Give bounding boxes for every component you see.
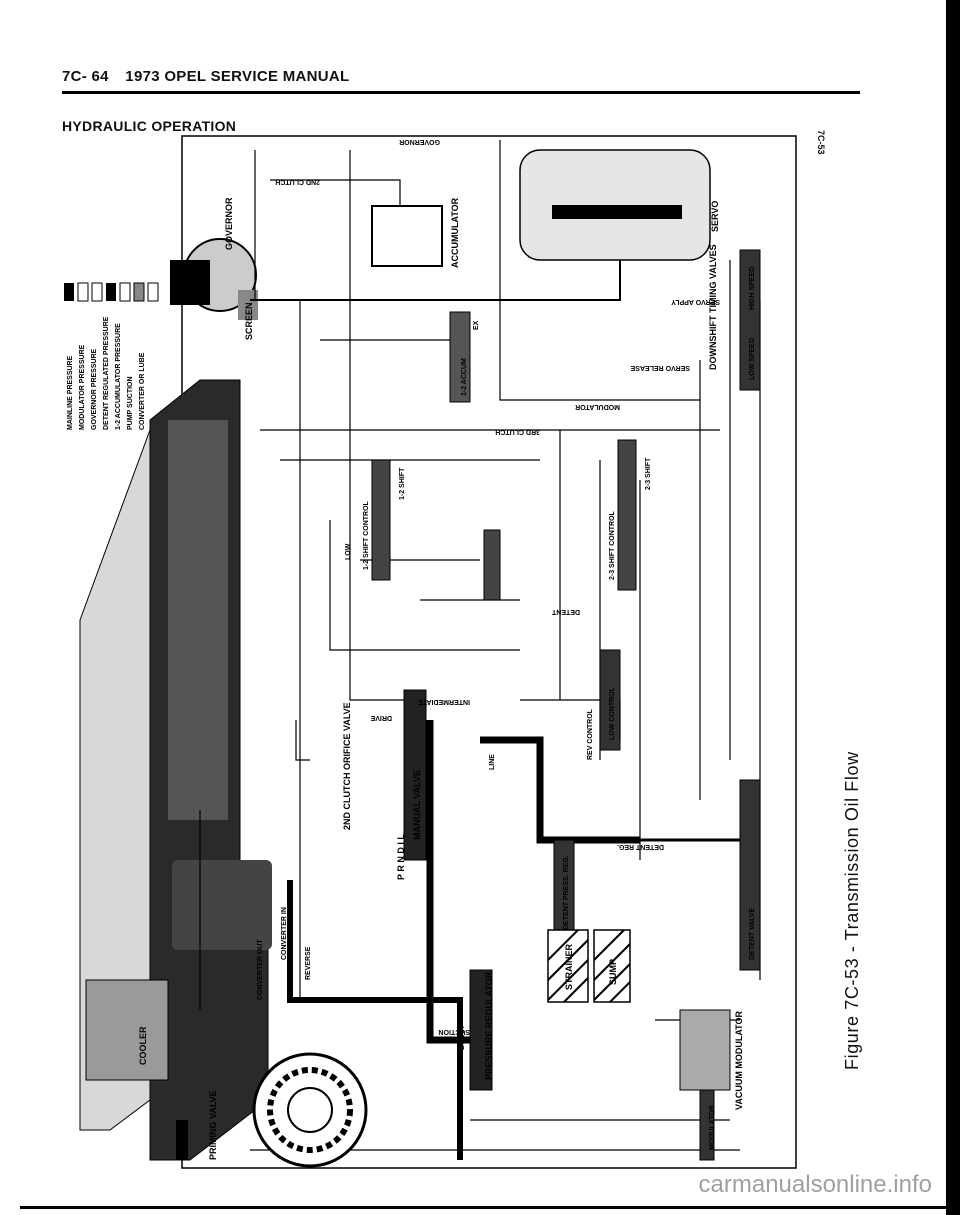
legend-item: DETENT REGULATED PRESSURE — [103, 316, 110, 430]
shift-2-3-label: 2-3 SHIFT — [645, 457, 652, 490]
clutch-pack — [168, 420, 228, 820]
watermark: carmanualsonline.info — [698, 1171, 932, 1198]
legend-item: MODULATOR PRESSURE — [79, 344, 86, 430]
line-label-servo-apply: SERVO APPLY — [671, 298, 720, 305]
page-number: 7C- 64 — [62, 68, 109, 85]
shift-1-2-label: 1-2 SHIFT — [399, 467, 406, 500]
accumulator-label: ACCUMULATOR — [450, 197, 460, 268]
line-label-detent-reg: DETENT REG. — [617, 843, 664, 850]
screen-label: SCREEN — [244, 302, 254, 340]
low-control-label: LOW CONTROL — [609, 686, 616, 740]
torque-converter — [172, 860, 272, 950]
line-label-drive: DRIVE — [370, 714, 392, 721]
detent-valve-body — [739, 779, 761, 971]
accum-1-2-label: 1-2 ACCUM — [461, 358, 468, 396]
line-label-reverse: REVERSE — [305, 946, 312, 980]
high-speed-label: HIGH SPEED — [749, 267, 756, 310]
bottom-rule — [20, 1206, 946, 1209]
vacuum-modulator-can — [679, 1009, 731, 1091]
cooler-label: COOLER — [138, 1026, 148, 1065]
pump-gear — [252, 1052, 368, 1168]
accum-1-2-valve — [449, 311, 471, 403]
timing-valves-body — [739, 249, 761, 391]
legend-item: GOVERNOR PRESSURE — [91, 348, 98, 430]
line-label-ex: EX — [473, 320, 480, 330]
strainer-label: STRAINER — [564, 943, 574, 990]
line-label-suction: SUCTION — [439, 1028, 471, 1035]
timing-valves-label: DOWNSHIFT TIMING VALVES — [708, 244, 718, 370]
pressure-regulator-body — [469, 969, 493, 1091]
boost-label: BOOST — [459, 1024, 466, 1050]
line-label-intermediate: INTERMEDIATE — [418, 698, 470, 705]
detent-press-reg-label: DETENT PRESS. REG. — [563, 855, 570, 930]
legend-item: CONVERTER OR LUBE — [139, 352, 146, 430]
manual-valve-body — [403, 689, 427, 861]
detent-valve-label: DETENT VALVE — [749, 907, 756, 960]
converter-out-label: CONVERTER OUT — [257, 939, 264, 1000]
legend-item: 1-2 ACCUMULATOR PRESSURE — [115, 323, 122, 430]
line-label-3rd-clutch: 3RD CLUTCH — [495, 428, 540, 435]
shift-control-2-3-label: 2-3 SHIFT CONTROL — [609, 510, 616, 580]
mainline-circuit — [250, 240, 760, 1160]
legend-swatches — [64, 282, 159, 302]
pressure-regulator-label: PRESSURE REGULATOR — [484, 971, 494, 1080]
legend-item: PUMP SUCTION — [127, 376, 134, 430]
page-header: 7C- 64 1973 OPEL SERVICE MANUAL — [62, 68, 350, 85]
servo-piston — [552, 205, 682, 219]
manual-title: 1973 OPEL SERVICE MANUAL — [125, 68, 350, 85]
line-label-governor: GOVERNOR — [399, 138, 440, 145]
low-control-valve — [599, 649, 621, 751]
figure-caption: Figure 7C-53 - Transmission Oil Flow — [842, 751, 862, 1070]
legend: MAINLINE PRESSURE MODULATOR PRESSURE GOV… — [67, 316, 146, 430]
detent-press-reg-valve — [483, 529, 501, 601]
converter-in-label: CONVERTER IN — [281, 907, 288, 960]
screen-element — [238, 290, 258, 320]
priming-valve-body — [176, 1120, 188, 1160]
low-speed-label: LOW SPEED — [749, 338, 756, 380]
line-label-2nd-clutch: 2ND CLUTCH — [275, 178, 320, 185]
cooler-block — [85, 979, 169, 1081]
governor-label: GOVERNOR — [224, 197, 234, 250]
header-rule — [62, 91, 860, 94]
accumulator-body — [371, 205, 443, 267]
line-label-modulator: MODULATOR — [575, 403, 620, 410]
vacuum-modulator-label: VACUUM MODULATOR — [734, 1011, 744, 1110]
modulator-label: MODULATOR — [709, 1105, 716, 1150]
shift-control-1-2-label: 1-2 SHIFT CONTROL — [363, 500, 370, 570]
legend-item: MAINLINE PRESSURE — [67, 355, 74, 430]
page-edge-bar — [946, 0, 960, 1215]
orifice-valve-label: 2ND CLUTCH ORIFICE VALVE — [342, 702, 352, 830]
shift-valve-2-3 — [617, 439, 637, 591]
priming-valve-label: PRIMING VALVE — [208, 1090, 218, 1160]
line-label-line: LINE — [489, 754, 496, 770]
shift-valve-1-2 — [371, 459, 391, 581]
manual-valve-label: MANUAL VALVE — [412, 770, 422, 840]
sump-label: SUMP — [608, 959, 618, 985]
line-label-low: LOW — [345, 543, 352, 560]
modulator-valve — [699, 1089, 715, 1161]
line-label-servo-release: SERVO RELEASE — [630, 364, 690, 371]
governor-weights — [170, 260, 210, 305]
section-title: HYDRAULIC OPERATION — [62, 118, 237, 134]
line-label-detent: DETENT — [551, 608, 580, 615]
strainer-sump — [547, 929, 631, 1003]
gear-positions-label: P R N D I L — [396, 834, 406, 880]
servo-label: SERVO — [710, 201, 720, 232]
converter-housing — [79, 429, 151, 1131]
rev-control-label: REV CONTROL — [587, 708, 594, 760]
